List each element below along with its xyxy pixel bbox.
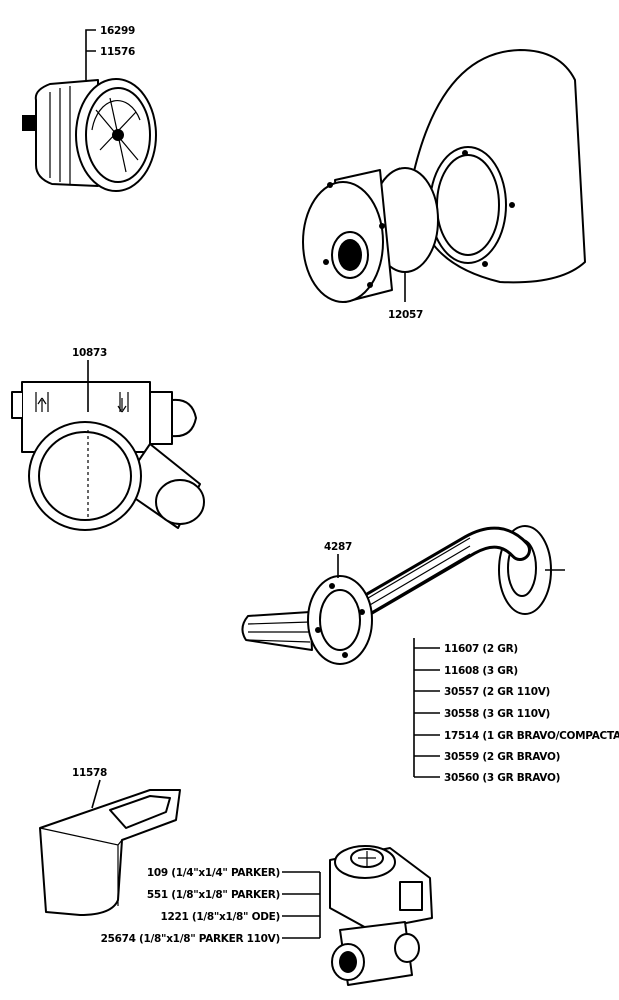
label-11608: 11608 (3 GR) xyxy=(444,665,518,677)
label-11576: 11576 xyxy=(100,46,135,58)
label-11578: 11578 xyxy=(72,767,107,779)
label-11607: 11607 (2 GR) xyxy=(444,643,518,655)
heating-element-leader-lines xyxy=(413,638,440,778)
group-head xyxy=(302,49,586,303)
spout xyxy=(39,789,181,916)
solenoid-valve xyxy=(329,845,433,986)
pressure-gauge xyxy=(22,78,157,192)
label-551: 551 (1/8"x1/8" PARKER) xyxy=(147,889,280,901)
label-4287: 4287 xyxy=(324,541,352,553)
valve-body xyxy=(11,381,205,531)
label-17514: 17514 (1 GR BRAVO/COMPACTA) xyxy=(444,730,619,742)
label-30560: 30560 (3 GR BRAVO) xyxy=(444,772,560,784)
label-25674: 25674 (1/8"x1/8" PARKER 110V) xyxy=(101,933,280,945)
label-30558: 30558 (3 GR 110V) xyxy=(444,708,550,720)
label-1221: 1221 (1/8"x1/8" ODE) xyxy=(160,911,280,923)
heating-element xyxy=(241,525,565,665)
solenoid-valve-leader-lines xyxy=(282,871,321,939)
gauge-leader-lines xyxy=(85,29,96,82)
label-12057: 12057 xyxy=(388,309,423,321)
label-30557: 30557 (2 GR 110V) xyxy=(444,686,550,698)
label-10873: 10873 xyxy=(72,347,107,359)
label-16299: 16299 xyxy=(100,25,135,37)
spout-leader-line xyxy=(91,779,101,809)
label-109: 109 (1/4"x1/4" PARKER) xyxy=(147,867,280,879)
label-30559: 30559 (2 GR BRAVO) xyxy=(444,751,560,763)
